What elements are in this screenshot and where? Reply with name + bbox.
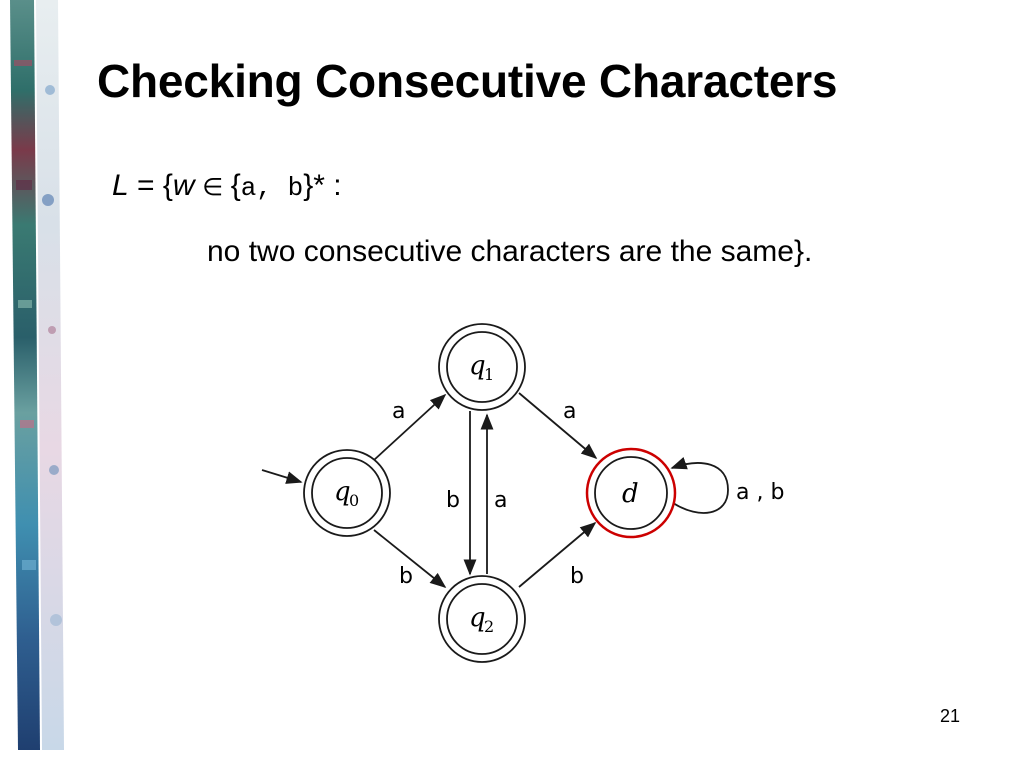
state-q0: q 0 [303,449,391,537]
state-d: d [585,447,677,539]
label-q2-q1: a [494,488,507,513]
state-q2: q 2 [438,575,526,663]
alphabet-open-brace: { [230,169,241,202]
svg-text:2: 2 [484,617,494,636]
decorative-strip [10,0,66,750]
label-d-self-loop: a , b [736,480,784,505]
label-q0-q1: a [392,399,405,424]
svg-text:q: q [469,351,486,381]
equals-open-brace: = { [128,169,173,202]
alphabet-symbols: a, b [240,173,304,203]
element-of-symbol: ∈ [194,173,231,201]
alphabet-close-star: }* : [303,169,342,202]
highlight-ring [585,447,677,539]
svg-text:1: 1 [484,365,494,384]
label-q1-d: a [563,399,576,424]
language-symbol: L [112,169,129,202]
label-q2-d: b [570,564,584,589]
svg-text:0: 0 [349,491,359,510]
transition-d-self-loop [670,456,729,514]
transition-q2-d [518,521,597,588]
transition-q0-q1 [373,393,447,461]
label-q1-q2: b [446,488,460,513]
svg-text:q: q [469,603,486,633]
language-definition: L = {w ∈ {a, b}* : [112,168,342,204]
transition-q0-q2 [373,529,447,589]
state-q1: q 1 [438,323,526,411]
start-arrow [261,469,303,484]
transition-q1-d [518,392,598,460]
svg-text:q: q [334,477,351,507]
language-condition: no two consecutive characters are the sa… [207,235,813,268]
slide-title: Checking Consecutive Characters [97,55,838,107]
word-variable: w [172,169,195,202]
slide-number: 21 [939,706,960,726]
svg-text:d: d [622,479,639,509]
label-q0-q2: b [399,564,413,589]
